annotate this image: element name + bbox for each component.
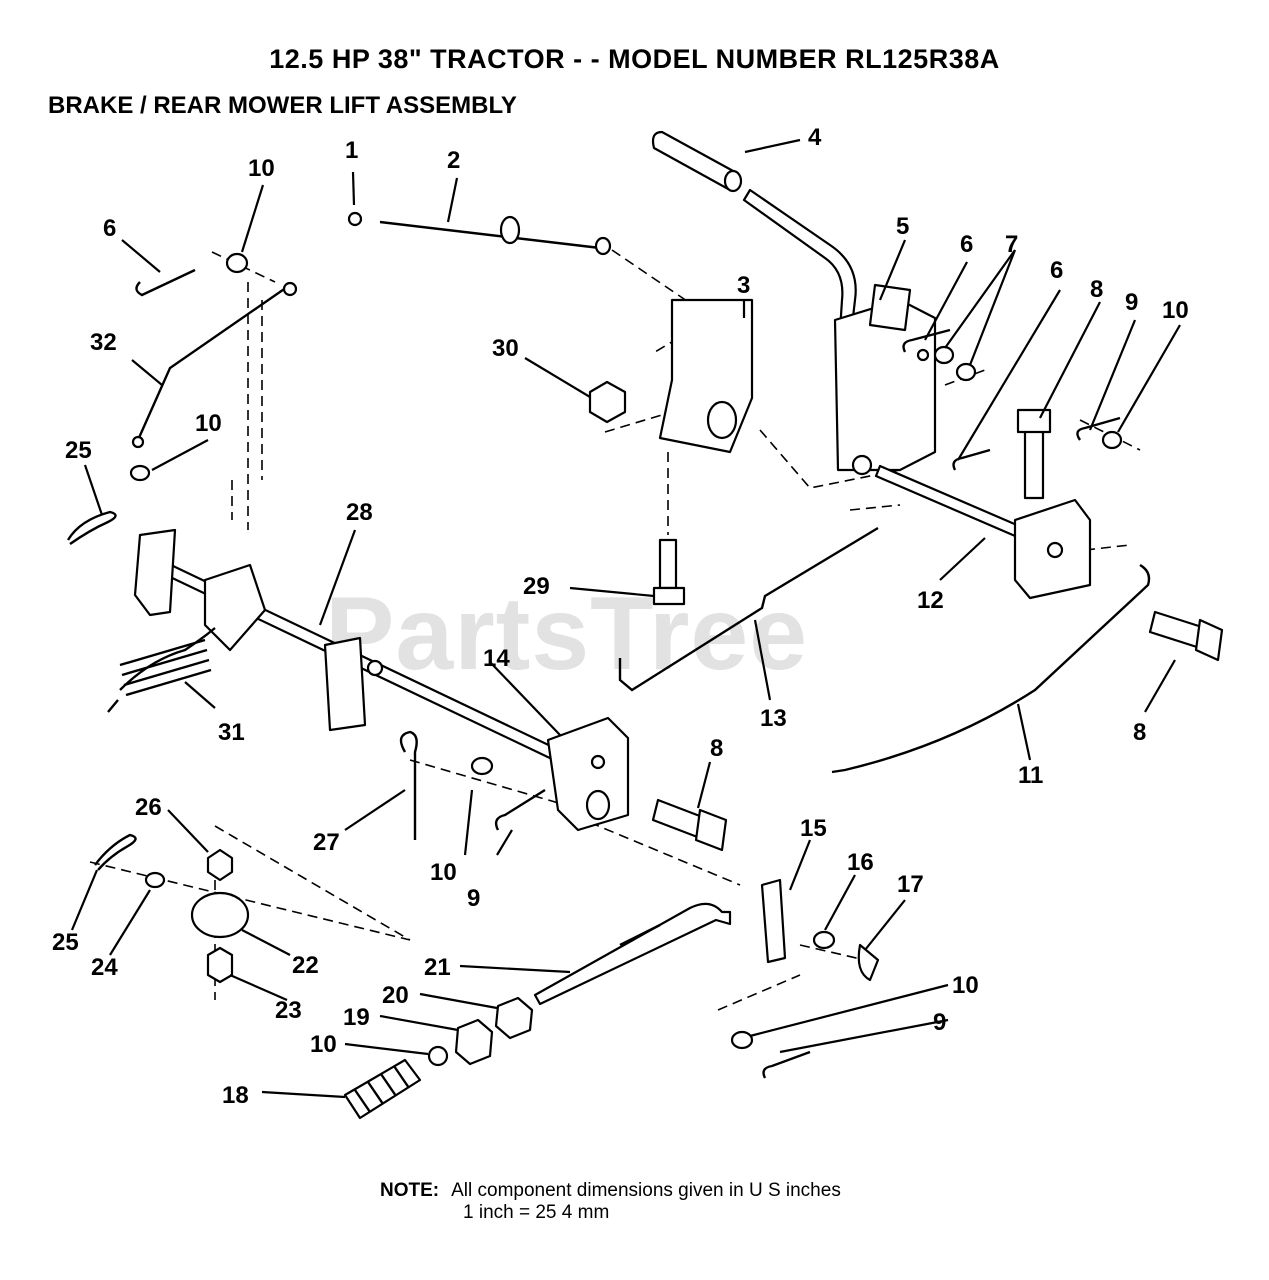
nut-20 (494, 996, 534, 1040)
hex-nut-30 (588, 380, 627, 424)
callout-10-top-right: 10 (1162, 297, 1189, 324)
callout-11: 11 (1018, 762, 1043, 789)
spring-18 (343, 1058, 422, 1120)
washer-7b (955, 362, 977, 382)
callout-12: 12 (917, 587, 944, 614)
watermark: PartsTree (325, 576, 809, 692)
callout-9-center: 9 (467, 885, 480, 912)
callout-8-right: 8 (1133, 719, 1146, 746)
washer-16 (812, 930, 836, 950)
cotter-pin-6-top (135, 268, 196, 297)
diagram-title: 12.5 HP 38" TRACTOR - - MODEL NUMBER RL1… (269, 44, 1000, 74)
cotter-pin-9-right (1076, 416, 1121, 441)
lift-shaft (874, 464, 1092, 600)
callout-9-top: 9 (1125, 289, 1138, 316)
callout-23: 23 (275, 997, 302, 1024)
callout-25-top: 25 (65, 437, 92, 464)
bolt-8-right (1148, 610, 1224, 662)
callout-labels: 1 2 3 4 5 6 6 6 7 8 8 8 9 9 9 10 10 10 1… (52, 124, 1189, 1109)
bolt-8-top (1016, 408, 1052, 500)
callout-15: 15 (800, 815, 827, 842)
callout-26: 26 (135, 794, 162, 821)
callout-10-bottom-right: 10 (952, 972, 979, 999)
callout-10-top-left: 10 (248, 155, 275, 182)
callout-16: 16 (847, 849, 874, 876)
mounting-bracket-14 (546, 716, 630, 832)
callout-28: 28 (346, 499, 373, 526)
cotter-pin-6-right (952, 448, 991, 471)
brake-link-32 (136, 284, 291, 441)
washer-10-center (470, 756, 494, 776)
callout-24: 24 (91, 954, 118, 981)
washer-7a (933, 345, 955, 365)
callout-4: 4 (808, 124, 822, 151)
nut-26 (206, 848, 234, 882)
callout-20: 20 (382, 982, 409, 1009)
callout-8-center: 8 (710, 735, 723, 762)
brake-rod (379, 215, 612, 256)
callout-6-right: 6 (1050, 257, 1063, 284)
brake-rod-21 (533, 902, 732, 1006)
callout-32: 32 (90, 329, 117, 356)
callout-31: 31 (218, 719, 245, 746)
callout-6-center: 6 (960, 231, 973, 258)
j-bolt-27 (399, 730, 418, 840)
washer-10-right (1101, 430, 1123, 450)
callout-27: 27 (313, 829, 340, 856)
callout-8-top: 8 (1090, 276, 1103, 303)
callout-6-left: 6 (103, 215, 116, 242)
callout-22: 22 (292, 952, 319, 979)
callout-10-bottom: 10 (310, 1031, 337, 1058)
washer-10-top (225, 252, 249, 274)
callout-9-bottom: 9 (933, 1009, 946, 1036)
callout-25-bottom: 25 (52, 929, 79, 956)
lift-handle-grip (651, 130, 743, 193)
callout-5: 5 (896, 213, 909, 240)
callout-3: 3 (737, 272, 750, 299)
cotter-pin-9-bottom (762, 1050, 811, 1079)
washer-24 (144, 871, 166, 889)
bolt-8-center (651, 798, 728, 852)
callout-leaders (70, 138, 1181, 1099)
callout-21: 21 (424, 954, 451, 981)
lift-link-13 (618, 526, 879, 692)
callout-29: 29 (523, 573, 550, 600)
callout-18: 18 (222, 1082, 249, 1109)
nut-23 (206, 946, 234, 984)
spring-31 (107, 627, 216, 713)
callout-2: 2 (447, 147, 460, 174)
cross-shaft (133, 528, 582, 772)
note-line-1: All component dimensions given in U S in… (451, 1180, 841, 1201)
dimension-note: NOTE: All component dimensions given in U… (380, 1180, 841, 1223)
trunnion-22 (190, 891, 250, 939)
cotter-pin-6-mid (902, 328, 951, 353)
washer-10-lower (427, 1045, 449, 1067)
pivot-bracket (658, 298, 754, 454)
hairpin-25-bottom (94, 833, 137, 871)
rod-end-cap (347, 211, 363, 227)
cotter-pin-9-center (494, 788, 546, 831)
note-line-2: 1 inch = 25 4 mm (463, 1202, 610, 1223)
note-label: NOTE: (380, 1180, 440, 1201)
lift-link-11 (831, 563, 1151, 774)
callout-7: 7 (1005, 231, 1018, 258)
washer-10-left (129, 464, 151, 482)
bolt-29 (652, 538, 686, 606)
lever-bracket (833, 283, 937, 476)
hairpin-25-top (66, 510, 117, 545)
callout-14: 14 (483, 645, 510, 672)
clip-17 (857, 943, 880, 982)
bracket-15 (760, 878, 787, 964)
callout-10-center: 10 (430, 859, 457, 886)
callout-13: 13 (760, 705, 787, 732)
nut-19 (454, 1018, 494, 1066)
diagram-subtitle: BRAKE / REAR MOWER LIFT ASSEMBLY (48, 92, 517, 119)
callout-10-left: 10 (195, 410, 222, 437)
callout-17: 17 (897, 871, 924, 898)
callout-1: 1 (345, 137, 358, 164)
washer-10-bottom (730, 1030, 754, 1050)
callout-19: 19 (343, 1004, 370, 1031)
callout-30: 30 (492, 335, 519, 362)
